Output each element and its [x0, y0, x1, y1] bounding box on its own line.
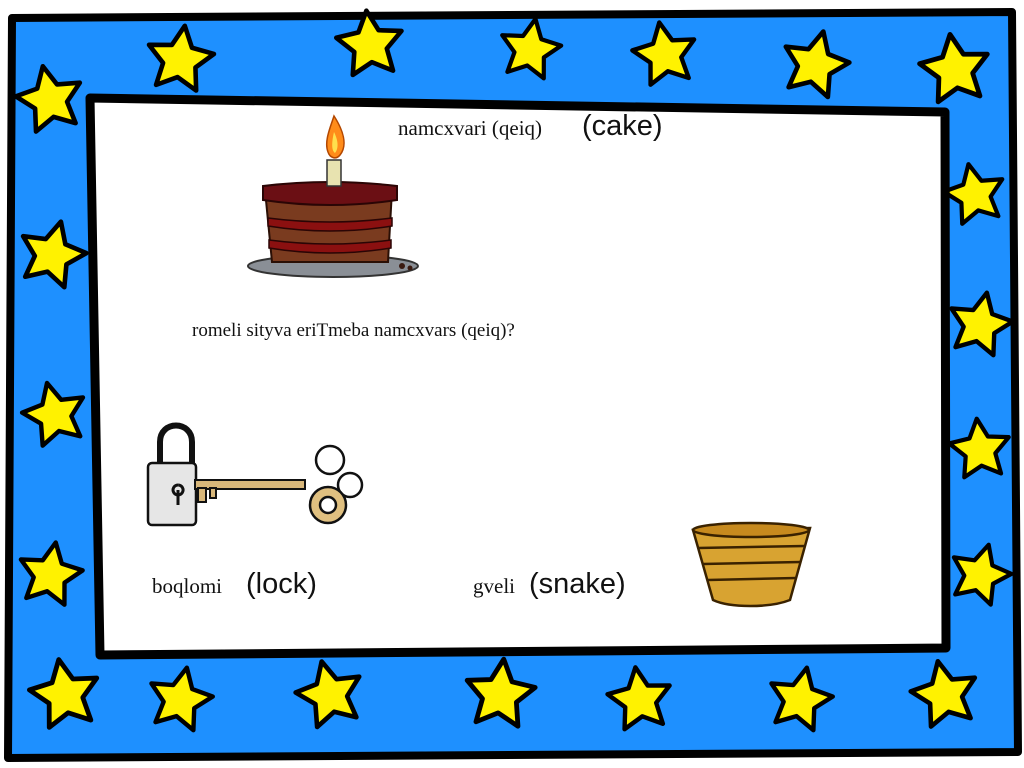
option-lock-native[interactable]: boqlomi [152, 574, 223, 598]
basket-icon [691, 521, 812, 608]
option-snake-native[interactable]: gveli [473, 574, 515, 598]
cake-icon [247, 114, 419, 278]
title-native-word: namcxvari (qeiq) [398, 116, 543, 140]
content-panel [85, 93, 951, 660]
option-snake-english[interactable]: (snake) [529, 568, 626, 600]
title-english-word: (cake) [582, 110, 663, 142]
option-lock-english[interactable]: (lock) [246, 568, 317, 600]
question-text: romeli sityva eriTmeba namcxvars (qeiq)? [192, 320, 515, 341]
lock-key-icon [146, 422, 364, 527]
